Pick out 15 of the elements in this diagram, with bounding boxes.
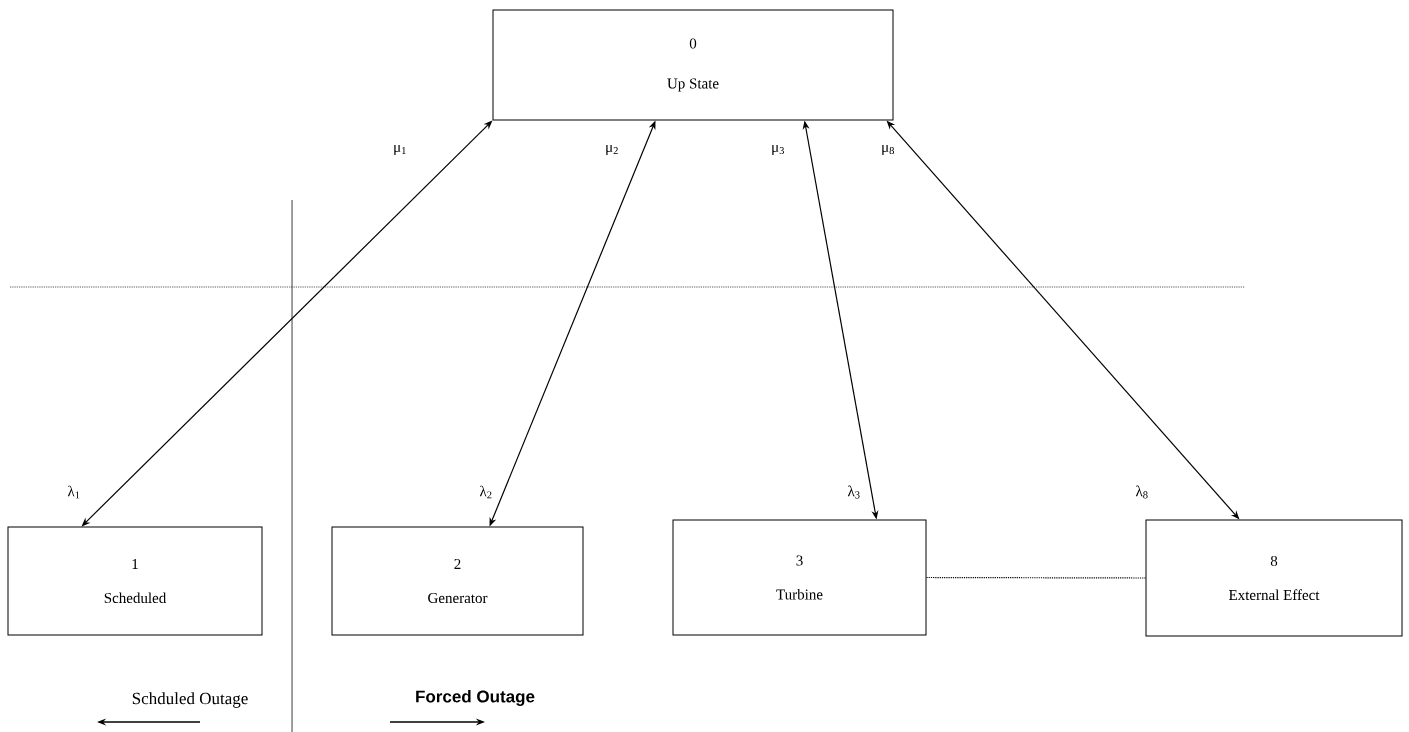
region-label: Forced Outage [416, 690, 535, 706]
edge-label: μ$_{2}$ [606, 144, 618, 156]
state-box: 3 Turbine [672, 519, 927, 636]
region-label: Schduled Outage [132, 692, 248, 708]
rate-label: λ$_{3}$ [847, 485, 860, 499]
rate-label: λ$_{8}$ [1135, 485, 1148, 499]
rate-label: λ$_{2}$ [479, 485, 492, 499]
edge-label: μ$_{3}$ [772, 144, 784, 156]
edge-label: μ$_{8}$ [882, 144, 894, 156]
state-box: 1 Scheduled [7, 526, 263, 636]
rate-label: λ$_{1}$ [67, 485, 80, 499]
state-box: 8 External Effect [1145, 519, 1403, 637]
state-box: 0 Up State [492, 9, 894, 121]
state-box: 2 Generator [331, 526, 584, 636]
edge-label: μ$_{1}$ [394, 144, 406, 156]
